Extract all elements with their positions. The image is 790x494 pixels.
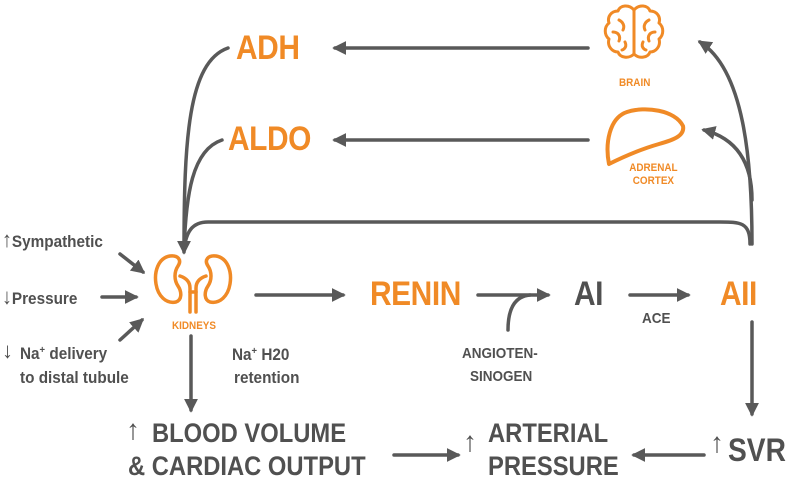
adrenal-cortex-icon <box>605 107 686 166</box>
arrow-aii-to-brain <box>697 40 754 246</box>
adrenal-label-line1: ADRENAL <box>629 162 678 174</box>
sympathetic-label: Sympathetic <box>11 232 103 251</box>
arrow-angiotensinogen-hook <box>506 293 532 332</box>
arrow-aii-to-kidneys-loop <box>182 220 752 252</box>
retention-label: retention <box>234 368 300 387</box>
ai-label: AI <box>574 275 604 313</box>
adrenal-label-line2: CORTEX <box>632 175 675 187</box>
blood-volume-line2: & CARDIAC OUTPUT <box>128 451 366 481</box>
up-arrow-icon: ↑ <box>710 427 724 458</box>
arterial-pressure-line2: PRESSURE <box>488 451 619 481</box>
adh-label: ADH <box>236 29 300 67</box>
aii-label: AII <box>720 275 757 313</box>
ace-label: ACE <box>642 310 671 327</box>
up-arrow-icon: ↑ <box>2 227 12 252</box>
arrow-adh-to-kidneys <box>177 46 230 255</box>
arrow-aldo-to-kidneys <box>182 138 224 252</box>
pressure-label: Pressure <box>11 289 78 308</box>
angiotensinogen-label-line1: ANGIOTEN- <box>462 345 538 362</box>
angiotensinogen-label-line2: SINOGEN <box>470 368 533 385</box>
sodium-delivery-label: Na+ delivery <box>20 344 108 363</box>
pressure-input: ↓Pressure <box>2 286 77 308</box>
arterial-pressure-line1: ARTERIAL <box>488 418 609 448</box>
arrow-sodium-to-kidneys <box>118 318 145 342</box>
renin-label: RENIN <box>370 275 461 313</box>
na-h2o-label: Na+ H20 <box>232 345 290 364</box>
up-arrow-icon: ↑ <box>126 414 140 445</box>
brain-icon <box>603 4 665 59</box>
distal-tubule-label: to distal tubule <box>20 368 129 387</box>
arrow-sympathetic-to-kidneys <box>118 252 146 274</box>
up-arrow-icon: ↑ <box>463 426 477 457</box>
down-arrow-icon: ↓ <box>2 338 13 363</box>
arrow-aii-to-adrenal <box>701 126 754 202</box>
down-arrow-icon: ↓ <box>2 284 12 309</box>
svr-label: SVR <box>728 432 786 468</box>
kidneys-label: KIDNEYS <box>172 320 217 332</box>
kidneys-icon <box>153 254 233 314</box>
sympathetic-input: ↑Sympathetic <box>2 229 103 251</box>
blood-volume-line1: BLOOD VOLUME <box>152 418 347 448</box>
aldo-label: ALDO <box>228 120 312 158</box>
brain-label: BRAIN <box>619 77 651 89</box>
